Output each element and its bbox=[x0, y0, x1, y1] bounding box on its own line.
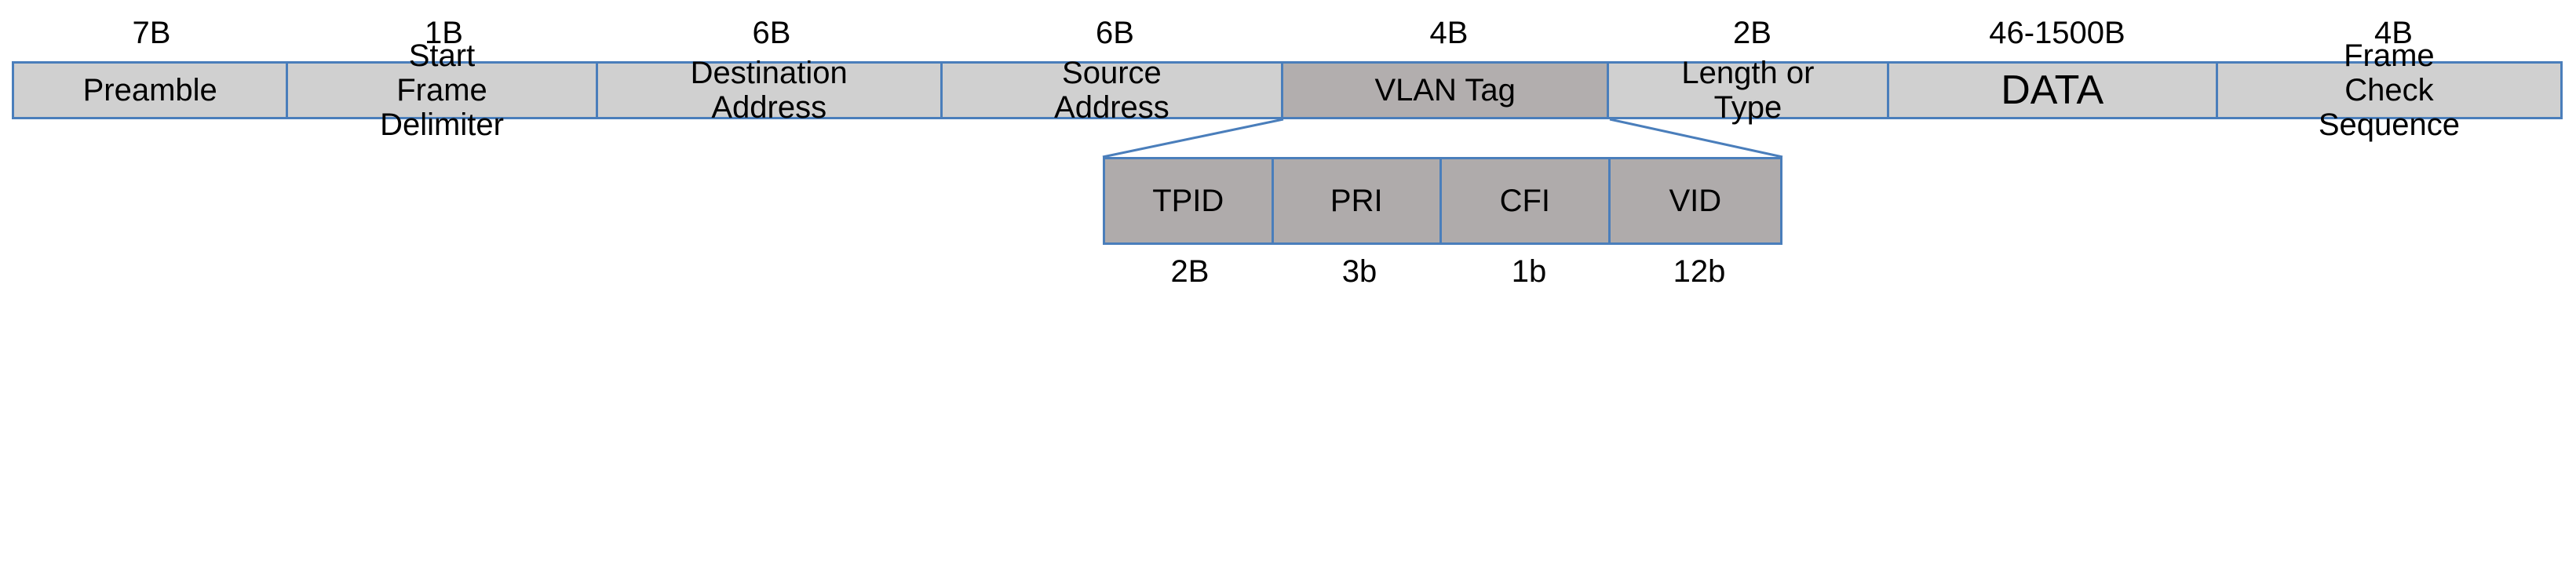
vlan-field-size-tpid: 2B bbox=[1170, 254, 1210, 289]
frame-field-vlan-tag: VLAN Tag bbox=[1283, 64, 1610, 117]
frame-field-destination-address: Destination Address bbox=[597, 56, 943, 125]
vlan-field-vid: VID bbox=[1610, 159, 1781, 242]
frame-field-size-destination-address: 6B bbox=[752, 16, 791, 50]
frame-field-size-data: 46-1500B bbox=[1989, 16, 2125, 50]
frame-field-size-vlan-tag: 4B bbox=[1429, 16, 1469, 50]
frame-field-label-length-or-type: Length or Type bbox=[1681, 56, 1815, 125]
frame-field-size-source-address: 6B bbox=[1096, 16, 1134, 50]
frame-field-label-vlan-tag: VLAN Tag bbox=[1374, 73, 1516, 108]
frame-field-size-preamble: 7B bbox=[132, 16, 171, 50]
frame-field-label-start-frame-delimiter: Start Frame Delimiter bbox=[380, 38, 504, 142]
vlan-field-size-vid: 12b bbox=[1673, 254, 1726, 289]
frame-field-label-data: DATA bbox=[2001, 67, 2104, 113]
frame-field-start-frame-delimiter: Start Frame Delimiter bbox=[288, 38, 598, 142]
frame-field-preamble: Preamble bbox=[14, 64, 289, 117]
frame-field-size-length-or-type: 2B bbox=[1733, 16, 1771, 50]
frame-field-size-start-frame-delimiter: 1B bbox=[425, 16, 463, 50]
vlan-field-label-pri: PRI bbox=[1330, 184, 1383, 218]
frame-field-source-address: Source Address bbox=[942, 56, 1284, 125]
frame-field-length-or-type: Length or Type bbox=[1609, 56, 1889, 125]
main-frame-row: Preamble Start Frame Delimiter Destination… bbox=[12, 38, 2563, 142]
frame-field-label-frame-check-sequence: Frame Check Sequence bbox=[2318, 38, 2460, 142]
vlan-field-cfi: CFI bbox=[1442, 159, 1611, 242]
frame-field-label-destination-address: Destination Address bbox=[690, 56, 848, 125]
vlan-field-tpid: TPID bbox=[1105, 159, 1274, 242]
frame-field-data: DATA bbox=[1888, 64, 2218, 117]
vlan-detail-row: TPID PRI CFI VID bbox=[1103, 157, 1782, 245]
vlan-field-size-pri: 3b bbox=[1341, 254, 1377, 289]
vlan-field-label-cfi: CFI bbox=[1499, 184, 1550, 218]
frame-field-label-source-address: Source Address bbox=[1054, 56, 1169, 125]
vlan-field-label-vid: VID bbox=[1669, 184, 1722, 218]
frame-field-frame-check-sequence: Frame Check Sequence bbox=[2217, 38, 2560, 142]
frame-field-size-frame-check-sequence: 4B bbox=[2374, 16, 2413, 50]
frame-field-label-preamble: Preamble bbox=[82, 73, 217, 108]
vlan-field-label-tpid: TPID bbox=[1152, 184, 1224, 218]
vlan-field-pri: PRI bbox=[1273, 159, 1443, 242]
vlan-field-size-cfi: 1b bbox=[1511, 254, 1547, 289]
